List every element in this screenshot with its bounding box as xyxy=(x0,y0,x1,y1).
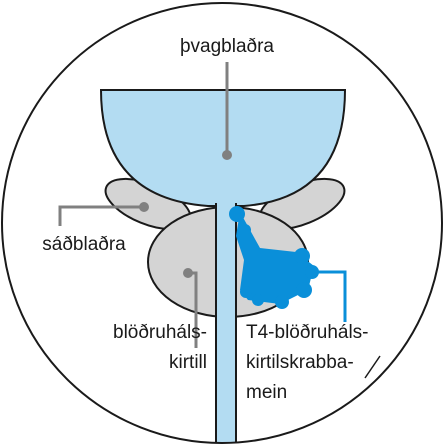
urethra-junction xyxy=(217,202,235,208)
leader-tumor xyxy=(312,272,345,322)
label-cancer-line3: mein xyxy=(246,382,287,403)
label-prostate-line2: kirtill xyxy=(169,352,207,373)
label-seminal-vesicle: sáðblaðra xyxy=(42,234,126,255)
label-cancer-line2: kirtilskrabba- xyxy=(246,352,354,373)
label-bladder: þvagblaðra xyxy=(180,36,274,57)
label-cancer-line1: T4-blöðruháls- xyxy=(246,322,369,343)
urethra xyxy=(216,204,236,446)
leader-tumor-tail xyxy=(365,356,380,378)
label-prostate-line1: blöðruháls- xyxy=(113,322,207,343)
